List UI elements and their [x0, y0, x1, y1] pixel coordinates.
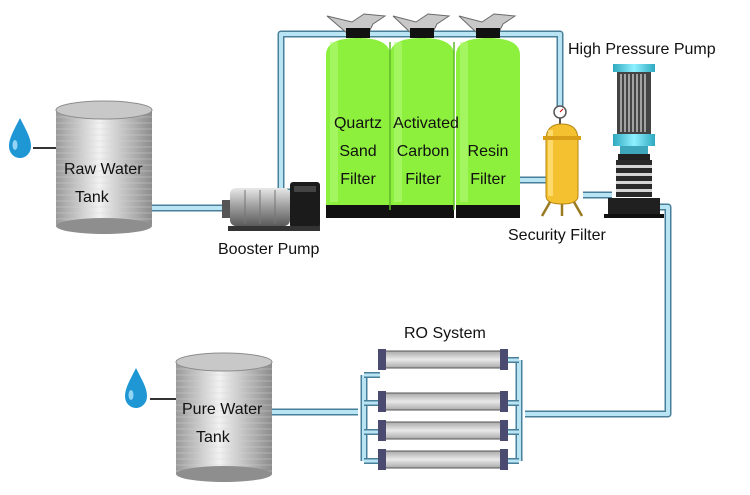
ro-system — [364, 349, 519, 470]
water-drop-icon — [9, 118, 31, 158]
quartz-sand-filter-label-line2: Sand — [339, 143, 377, 160]
booster-pump — [222, 182, 320, 231]
resin-filter-label-line2: Filter — [470, 171, 506, 188]
high-pressure-pump — [604, 64, 664, 218]
quartz-sand-filter — [326, 13, 390, 218]
pure-water-tank — [175, 352, 273, 482]
activated-carbon-filter-label-line2: Carbon — [396, 143, 450, 160]
pure-water-tank-label-line1: Pure Water — [182, 401, 263, 418]
high-pressure-pump-label: High Pressure Pump — [568, 41, 716, 58]
ro-membrane — [381, 392, 505, 411]
raw-water-tank — [55, 100, 153, 234]
resin-filter-label-line1: Resin — [467, 143, 509, 160]
raw-water-tank-label-line2: Tank — [75, 189, 109, 206]
ro-membrane — [381, 350, 505, 369]
resin-filter — [456, 13, 520, 218]
water-drop-icon — [125, 368, 147, 408]
security-filter-label: Security Filter — [508, 227, 606, 244]
quartz-sand-filter-label-line1: Quartz — [333, 115, 382, 132]
quartz-sand-filter-label-line3: Filter — [340, 171, 376, 188]
ro-membrane — [381, 421, 505, 440]
booster-pump-label: Booster Pump — [218, 241, 320, 258]
activated-carbon-filter-label-line1: Activated — [393, 115, 459, 132]
raw-water-tank-label-line1: Raw Water — [64, 161, 143, 178]
ro-membrane — [381, 450, 505, 469]
ro-system-label: RO System — [404, 325, 486, 342]
security-filter — [540, 105, 584, 217]
activated-carbon-filter-label-line3: Filter — [405, 171, 441, 188]
pure-water-tank-label-line2: Tank — [196, 429, 230, 446]
activated-carbon-filter — [390, 13, 454, 218]
